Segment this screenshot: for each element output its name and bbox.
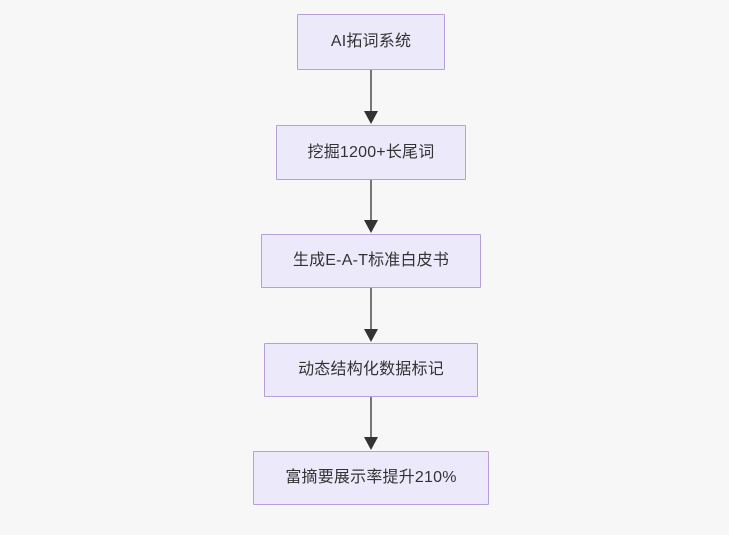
flow-node-structured-data-markup[interactable]: 动态结构化数据标记	[264, 343, 478, 397]
flow-node-label: 挖掘1200+长尾词	[307, 143, 435, 161]
flow-node-label: AI拓词系统	[330, 33, 412, 51]
arrowhead-icon	[364, 220, 378, 233]
flow-node-eat-whitepaper[interactable]: 生成E-A-T标准白皮书	[261, 234, 481, 288]
flow-node-label: 动态结构化数据标记	[298, 361, 444, 379]
edge-n3-n4	[364, 288, 378, 342]
edge-n4-n5	[364, 397, 378, 450]
flow-node-longtail-mining[interactable]: 挖掘1200+长尾词	[276, 125, 466, 180]
flow-node-ai-keyword-system[interactable]: AI拓词系统	[297, 14, 445, 70]
edge-n1-n2	[364, 70, 378, 124]
flow-node-label: 富摘要展示率提升210%	[285, 469, 457, 487]
flow-node-label: 生成E-A-T标准白皮书	[292, 252, 450, 270]
edge-n2-n3	[364, 180, 378, 233]
arrowhead-icon	[364, 437, 378, 450]
arrowhead-icon	[364, 329, 378, 342]
flow-node-rich-snippet-result[interactable]: 富摘要展示率提升210%	[253, 451, 489, 505]
arrowhead-icon	[364, 111, 378, 124]
